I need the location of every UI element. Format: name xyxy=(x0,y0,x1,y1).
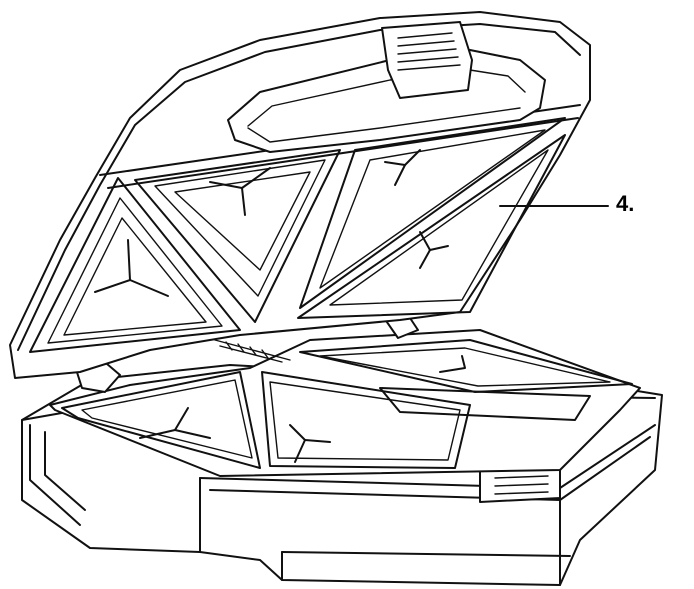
lid-plates xyxy=(29,117,566,353)
callout-label-4: 4. xyxy=(616,191,635,216)
bottom-plate-tray xyxy=(49,329,641,477)
lid-handle xyxy=(227,21,546,153)
